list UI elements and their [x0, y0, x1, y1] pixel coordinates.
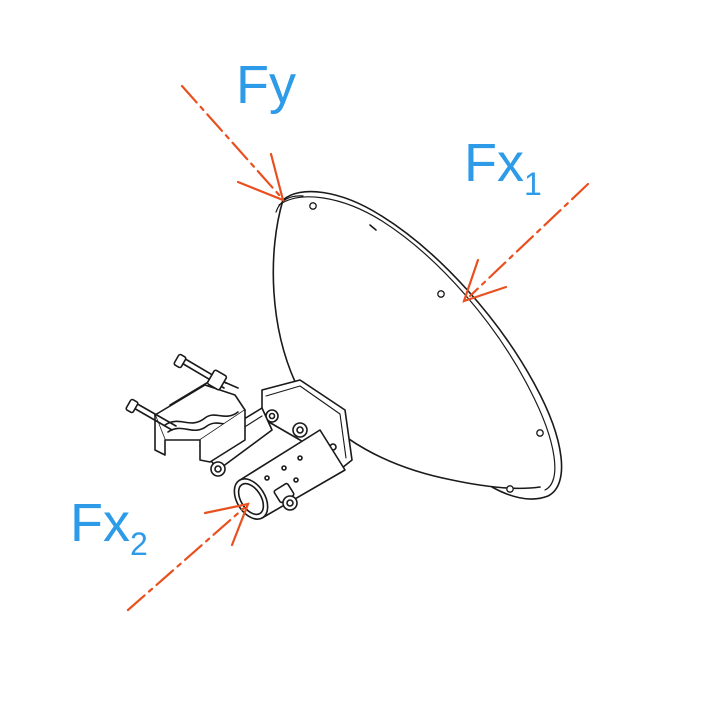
force-arrow-fx2	[126, 502, 250, 612]
force-line-fx1	[468, 182, 590, 298]
force-subscript: 1	[524, 166, 542, 202]
force-subscript: 2	[130, 526, 148, 562]
rim-bolt	[308, 202, 318, 210]
force-line-fx2	[126, 506, 246, 612]
rim-bolt	[505, 484, 515, 494]
force-label-fx2: Fx2	[70, 493, 148, 560]
dish-rim	[282, 190, 563, 500]
force-arrow-fy	[180, 84, 285, 202]
force-line-fy	[180, 84, 282, 198]
rim-bolt	[436, 289, 446, 299]
rim-bolt	[535, 428, 545, 438]
force-label-fy: Fy	[236, 58, 296, 112]
force-name: Fy	[236, 55, 296, 115]
force-name: Fx	[464, 133, 524, 193]
arrowhead-fx2	[203, 502, 250, 547]
arrowhead-fy	[236, 152, 285, 202]
force-name: Fx	[70, 493, 130, 553]
force-label-fx1: Fx1	[464, 133, 542, 200]
force-arrow-fx1	[462, 182, 590, 303]
arrowhead-fx1	[462, 258, 508, 303]
parabolic-dish-antenna-icon	[125, 190, 563, 520]
